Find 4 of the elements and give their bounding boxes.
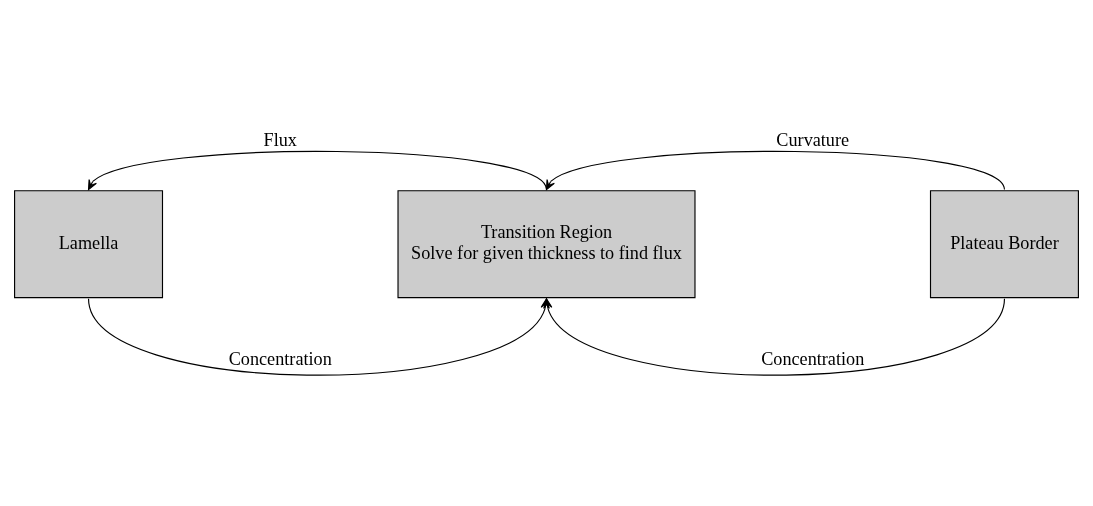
edge-label: Concentration (228, 348, 332, 369)
edge-label: Flux (263, 129, 297, 150)
edge-label: Curvature (776, 129, 850, 150)
edge-label: Concentration (761, 348, 865, 369)
